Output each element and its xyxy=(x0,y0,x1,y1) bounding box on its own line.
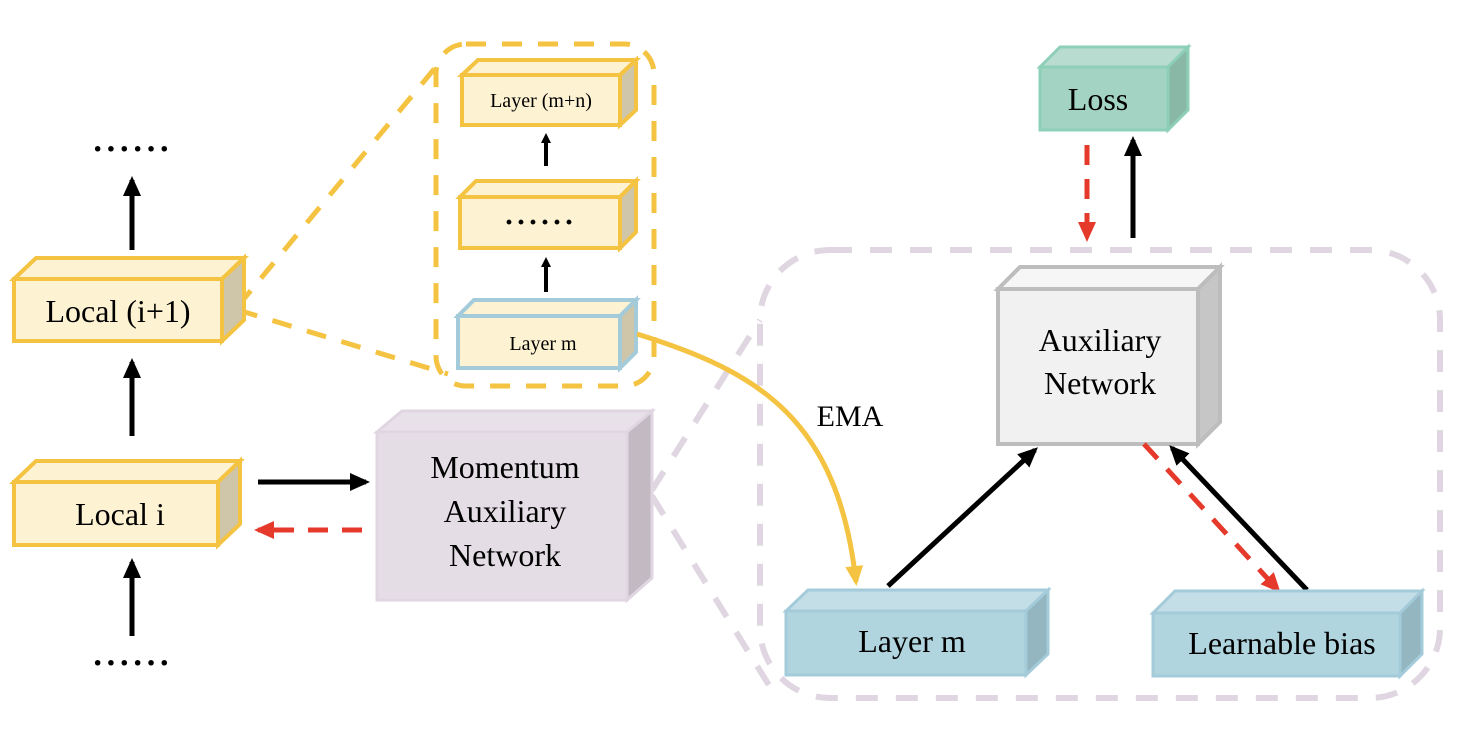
layer-m-plus-n-label: Layer (m+n) xyxy=(490,90,592,112)
layer-m-plus-n-block[interactable]: Layer (m+n) xyxy=(456,55,642,130)
auxiliary-network-block[interactable]: Auxiliary Network xyxy=(993,262,1225,449)
auxiliary-label-line2: Network xyxy=(1044,365,1156,401)
loss-block[interactable]: Loss xyxy=(1036,43,1192,134)
projection-line-top xyxy=(649,318,763,492)
auxiliary-region-border xyxy=(757,247,1443,701)
momentum-auxiliary-network-block[interactable]: Momentum Auxiliary Network xyxy=(372,407,657,604)
local-current-block[interactable]: Local i xyxy=(9,456,245,550)
arrow-aux-to-bias-gradient xyxy=(1142,442,1281,593)
ema-label: EMA xyxy=(817,400,884,433)
local-next-block[interactable]: Local (i+1) xyxy=(9,253,249,346)
zoom-stack: Layer (m+n) ······ Layer m xyxy=(453,55,642,373)
layer-ellipsis-label: ······ xyxy=(504,206,576,239)
arrow-bias-to-aux xyxy=(1169,445,1309,592)
auxiliary-region xyxy=(649,247,1443,701)
zoom-layer-m-block[interactable]: Layer m xyxy=(453,295,641,373)
zoom-layer-m-label: Layer m xyxy=(509,333,577,355)
ellipsis-bottom: ······ xyxy=(92,645,172,682)
learnable-bias-block[interactable]: Learnable bias xyxy=(1149,587,1426,680)
loss-label: Loss xyxy=(1068,81,1128,117)
momentum-label-line3: Network xyxy=(449,537,561,573)
arrow-layer-m-to-aux xyxy=(886,447,1038,588)
local-current-label: Local i xyxy=(75,496,165,532)
layer-m-label: Layer m xyxy=(858,623,966,659)
momentum-label-line1: Momentum xyxy=(430,449,579,485)
zoom-region-border xyxy=(433,41,657,389)
zoom-line-bottom xyxy=(237,307,449,377)
learnable-bias-label: Learnable bias xyxy=(1188,625,1375,661)
auxiliary-label-line1: Auxiliary xyxy=(1039,322,1162,358)
zoom-line-top xyxy=(236,60,442,308)
local-next-label: Local (i+1) xyxy=(45,293,190,329)
projection-line-bottom xyxy=(649,494,778,697)
ema-arrow xyxy=(636,331,864,586)
momentum-label-line2: Auxiliary xyxy=(444,493,567,529)
zoom-region xyxy=(236,41,657,389)
layer-m-block[interactable]: Layer m xyxy=(782,586,1052,679)
ellipsis-top: ······ xyxy=(92,131,172,168)
left-stack: ······ Local (i+1) Local i ······ xyxy=(9,131,370,682)
layer-ellipsis-block[interactable]: ······ xyxy=(455,176,641,253)
